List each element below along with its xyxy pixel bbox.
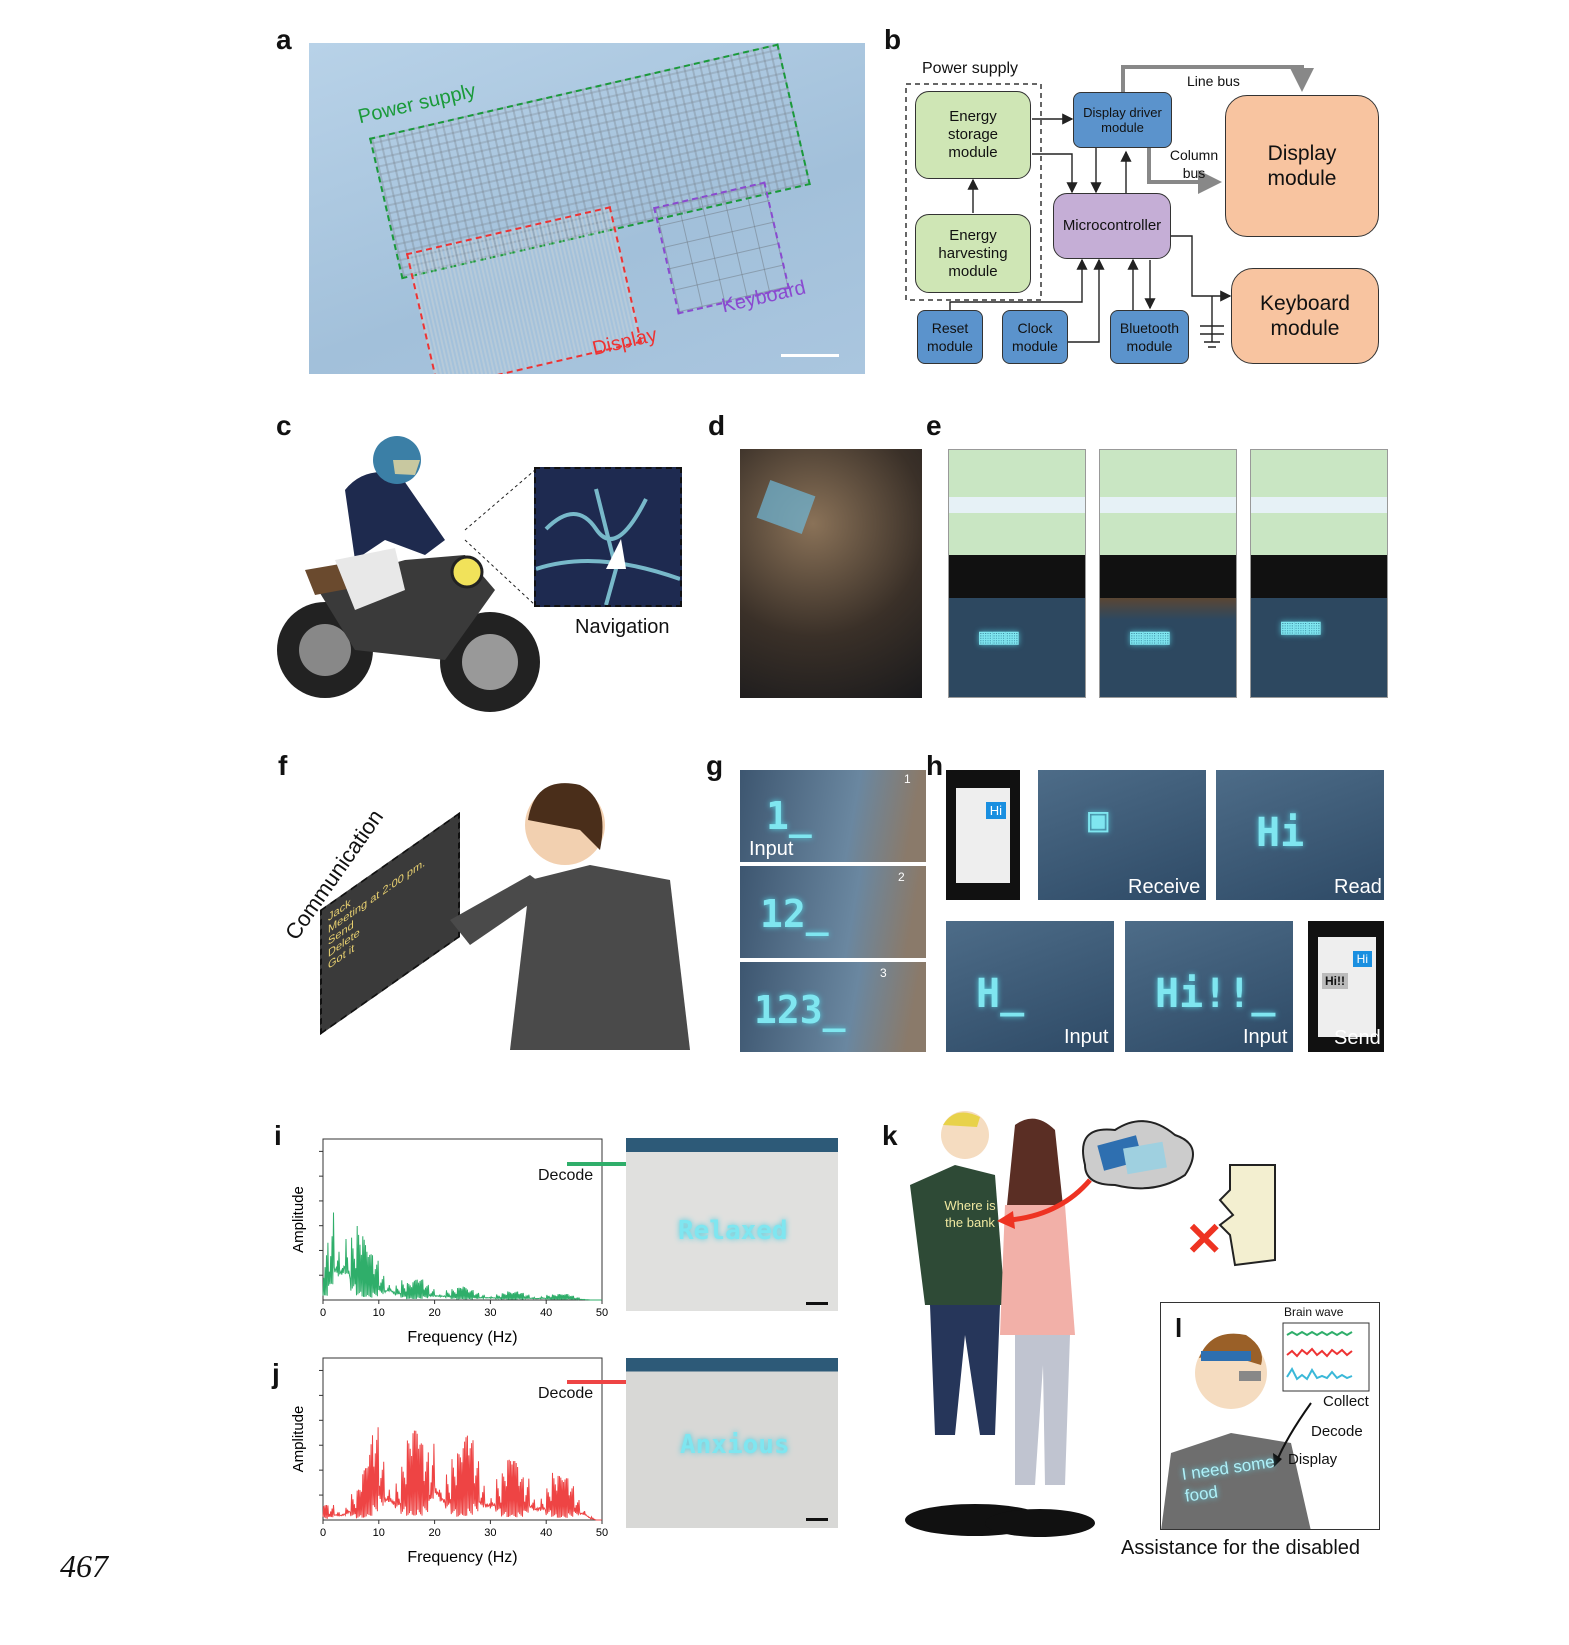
decode-label-j: Decode	[538, 1385, 594, 1402]
display-driver-module: Display driver module	[1073, 92, 1172, 148]
zoom-callout-lines	[464, 469, 536, 606]
x-tick-label: 20	[428, 1307, 440, 1319]
nav-frame-1: ▦▦▦	[948, 449, 1086, 698]
x-tick-label: 0	[320, 1527, 326, 1539]
system-block-diagram: Power supply Energy storage module Energ…	[0, 0, 1569, 400]
display-label-l: Display	[1288, 1451, 1338, 1468]
panel-label-a: a	[276, 24, 292, 55]
nav-frame-3: ▦▦▦	[1250, 449, 1388, 698]
anxious-text: Anxious	[680, 1430, 790, 1460]
x-tick-label: 20	[428, 1527, 440, 1539]
night-riding-photo	[740, 449, 922, 698]
where-is-the-bank-text: Where is the bank	[944, 1198, 996, 1230]
diagram-connectors	[905, 65, 1314, 348]
x-tick-label: 40	[540, 1527, 552, 1539]
energy-harvesting-module: Energy harvesting module	[915, 214, 1031, 293]
y-axis-label: Amplitude	[290, 1406, 307, 1473]
x-tick-label: 10	[373, 1307, 385, 1319]
input-frame-2: 12_ 2	[740, 866, 926, 958]
input-frame-1: 1_ 1 Input	[740, 770, 926, 862]
navigation-display-inset	[534, 467, 682, 607]
relaxed-hoodie-photo: Relaxed	[626, 1138, 838, 1311]
svg-text:✕: ✕	[1185, 1213, 1224, 1265]
series-line-relaxed	[322, 1212, 602, 1301]
phone-received: Hi	[946, 770, 1020, 900]
nav-frame-2: ▦▦▦	[1099, 449, 1237, 698]
series-line-anxious	[322, 1427, 602, 1521]
panel-label-g: g	[706, 750, 724, 781]
panel-label-k: k	[882, 1120, 898, 1151]
decode-label-i: Decode	[538, 1167, 594, 1184]
decode-label-l: Decode	[1311, 1423, 1363, 1440]
motorcycle-navigation-illustration: Navigation	[275, 430, 695, 720]
panel-label-j: j	[272, 1358, 280, 1389]
disabled-person-illustration	[1161, 1322, 1370, 1529]
panel-label-f: f	[278, 750, 288, 781]
input-frame-h1: H_Input	[946, 921, 1114, 1052]
panel-label-l: l	[1175, 1313, 1183, 1343]
energy-storage-module: Energy storage module	[915, 91, 1031, 179]
panel-label-c: c	[276, 410, 292, 441]
man-illustration	[450, 783, 690, 1050]
navigation-label: Navigation	[575, 616, 670, 638]
x-tick-label: 50	[596, 1307, 608, 1319]
panel-label-d: d	[708, 410, 726, 441]
textile-photo: Power supply Display Keyboard	[309, 43, 865, 374]
input-frame-h2: Hi!!_Input	[1125, 921, 1293, 1052]
conversation-illustration: ✕ Where is the bank	[885, 1105, 1285, 1545]
receive-frame: ▣Receive	[1038, 770, 1206, 900]
plot-frame-j	[322, 1357, 603, 1521]
input-frame-3: 123_ 3	[740, 962, 926, 1052]
line-bus-label: Line bus	[1187, 73, 1240, 89]
x-tick-label: 30	[484, 1307, 496, 1319]
x-axis-label: Frequency (Hz)	[407, 1549, 517, 1566]
x-tick-label: 10	[373, 1527, 385, 1539]
power-supply-title: Power supply	[922, 60, 1019, 77]
collect-label: Collect	[1323, 1393, 1369, 1410]
page-number: 467	[60, 1548, 108, 1584]
panel-label-h: h	[926, 750, 944, 781]
brain-wave-assist-panel: l Brain wave Collect Decode Display I ne…	[1160, 1302, 1380, 1530]
display-module: Display module	[1225, 95, 1379, 237]
y-axis-label: Amplitude	[290, 1186, 307, 1253]
x-tick-label: 0	[320, 1307, 326, 1319]
bluetooth-module: Bluetooth module	[1110, 310, 1189, 364]
x-axis-label: Frequency (Hz)	[407, 1329, 517, 1346]
microcontroller: Microcontroller	[1053, 193, 1171, 259]
people-illustration: ✕	[905, 1111, 1276, 1537]
x-tick-label: 30	[484, 1527, 496, 1539]
rider-illustration	[277, 436, 540, 712]
panel-label-e: e	[926, 410, 942, 441]
assistance-caption: Assistance for the disabled	[1121, 1537, 1361, 1559]
column-bus-label: Column bus	[1169, 147, 1219, 181]
x-tick-label: 50	[596, 1527, 608, 1539]
glowing-display	[756, 479, 816, 535]
brain-wave-label: Brain wave	[1284, 1305, 1344, 1319]
panel-label-b: b	[884, 24, 902, 55]
panel-label-i: i	[274, 1120, 282, 1151]
anxious-hoodie-photo: Anxious	[626, 1358, 838, 1528]
reset-module: Reset module	[917, 310, 983, 364]
plot-frame-i	[322, 1138, 603, 1301]
clock-module: Clock module	[1002, 310, 1068, 364]
navigation-sequence: ▦▦▦ ▦▦▦ ▦▦▦	[948, 449, 1388, 698]
x-tick-label: 40	[540, 1307, 552, 1319]
relaxed-text: Relaxed	[678, 1216, 788, 1246]
scale-bar	[781, 354, 839, 357]
keyboard-module: Keyboard module	[1231, 268, 1379, 364]
input-label: Input	[749, 838, 794, 860]
keyboard-input-sequence: 1_ 1 Input 12_ 2 123_ 3	[740, 770, 926, 1052]
